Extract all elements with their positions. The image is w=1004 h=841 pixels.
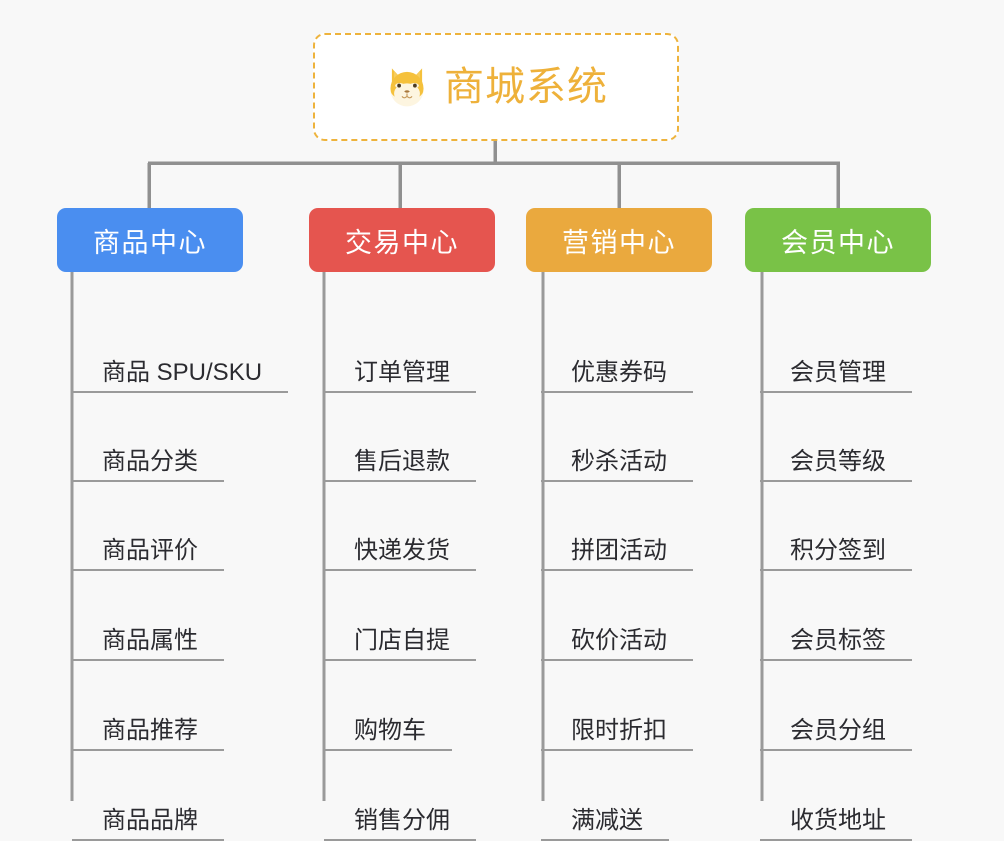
shiba-dog-face-icon (390, 68, 424, 107)
branch-column-2: 交易中心 订单管理 售后退款 快递发货 门店自提 购物车 销售分佣 (309, 208, 495, 841)
leaf-item[interactable]: 拼团活动 (541, 537, 693, 572)
leaf-item[interactable]: 售后退款 (324, 448, 476, 483)
leaf-item[interactable]: 商品评价 (72, 537, 224, 572)
branch-column-1: 商品中心 商品 SPU/SKU 商品分类 商品评价 商品属性 商品推荐 商品品牌 (57, 208, 289, 841)
leaf-label: 商品评价 (72, 537, 224, 572)
branch-column-4: 会员中心 会员管理 会员等级 积分签到 会员标签 会员分组 收货地址 (745, 208, 931, 841)
branch-column-3: 营销中心 优惠券码 秒杀活动 拼团活动 砍价活动 限时折扣 满减送 (526, 208, 712, 841)
leaf-item[interactable]: 会员管理 (760, 359, 912, 394)
leaf-label: 会员等级 (760, 448, 912, 483)
leaf-item[interactable]: 会员标签 (760, 627, 912, 662)
branch-header-2[interactable]: 交易中心 (309, 208, 495, 272)
leaf-label: 商品分类 (72, 448, 224, 483)
leaf-item[interactable]: 商品属性 (72, 627, 224, 662)
leaf-item[interactable]: 会员分组 (760, 717, 912, 752)
leaf-label: 商品推荐 (72, 717, 224, 752)
leaf-item[interactable]: 优惠券码 (541, 359, 693, 394)
leaf-label: 砍价活动 (541, 627, 693, 662)
leaf-label: 拼团活动 (541, 537, 693, 572)
leaf-item[interactable]: 购物车 (324, 717, 452, 752)
leaf-label: 会员管理 (760, 359, 912, 394)
leaf-item[interactable]: 积分签到 (760, 537, 912, 572)
leaf-label: 售后退款 (324, 448, 476, 483)
leaf-label: 满减送 (541, 807, 669, 841)
leaf-label: 优惠券码 (541, 359, 693, 394)
leaf-label: 限时折扣 (541, 717, 693, 752)
leaf-item[interactable]: 秒杀活动 (541, 448, 693, 483)
leaf-item[interactable]: 会员等级 (760, 448, 912, 483)
leaf-item[interactable]: 销售分佣 (324, 807, 476, 841)
leaf-item[interactable]: 砍价活动 (541, 627, 693, 662)
leaf-item[interactable]: 限时折扣 (541, 717, 693, 752)
leaf-label: 商品 SPU/SKU (72, 359, 289, 394)
leaf-label: 商品品牌 (72, 807, 224, 841)
leaf-item[interactable]: 商品 SPU/SKU (72, 359, 289, 394)
leaf-item[interactable]: 订单管理 (324, 359, 476, 394)
leaf-item[interactable]: 满减送 (541, 807, 669, 841)
leaf-label: 购物车 (324, 717, 452, 752)
branch-header-3[interactable]: 营销中心 (526, 208, 712, 272)
root-node-shop-system[interactable]: 商城系统 (313, 33, 679, 141)
leaf-item[interactable]: 快递发货 (324, 537, 476, 572)
leaf-label: 收货地址 (760, 807, 912, 841)
leaf-label: 会员分组 (760, 717, 912, 752)
leaf-item[interactable]: 商品分类 (72, 448, 224, 483)
leaf-item[interactable]: 收货地址 (760, 807, 912, 841)
leaf-label: 门店自提 (324, 627, 476, 662)
leaf-item[interactable]: 商品品牌 (72, 807, 224, 841)
leaf-item[interactable]: 门店自提 (324, 627, 476, 662)
branch-header-1[interactable]: 商品中心 (57, 208, 243, 272)
leaf-label: 商品属性 (72, 627, 224, 662)
leaf-label: 快递发货 (324, 537, 476, 572)
leaf-label: 会员标签 (760, 627, 912, 662)
leaf-label: 积分签到 (760, 537, 912, 572)
root-title: 商城系统 (444, 65, 608, 109)
leaf-item[interactable]: 商品推荐 (72, 717, 224, 752)
leaf-label: 秒杀活动 (541, 448, 693, 483)
leaf-label: 订单管理 (324, 359, 476, 394)
leaf-label: 销售分佣 (324, 807, 476, 841)
branch-header-4[interactable]: 会员中心 (745, 208, 931, 272)
